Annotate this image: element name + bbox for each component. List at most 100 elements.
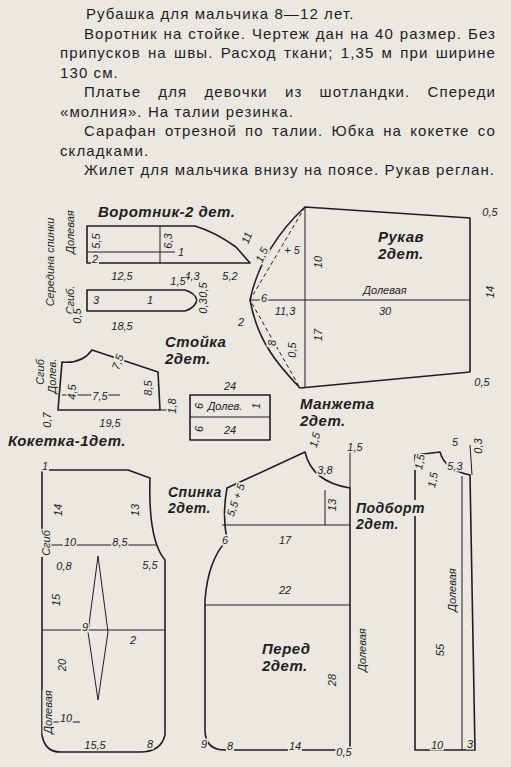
dimension-label: Долевая: [362, 285, 407, 296]
dimension-label: 1,5: [413, 453, 427, 472]
dimension-label: 1,5: [426, 471, 440, 490]
front-piece: [205, 452, 350, 750]
dimension-label: Долев.: [207, 401, 244, 412]
dimension-label: 0,5: [473, 377, 490, 388]
piece-name: Перед 2дет.: [262, 640, 311, 674]
piece-name: Воротник-2 дет.: [98, 203, 235, 220]
dimension-label: 24: [223, 425, 237, 436]
sleeve-piece: [250, 207, 470, 388]
dimension-label: 8,5: [143, 379, 154, 396]
back-line: [42, 545, 165, 722]
pattern-piece: Воротник-2 дет.: [98, 203, 248, 223]
note-paragraph: Жилет для мальчика внизу на поясе. Рукав…: [60, 160, 496, 180]
dimension-label: 11: [240, 230, 255, 246]
piece-name: Кокетка-1дет.: [8, 432, 126, 449]
dimension-label: 6,3: [163, 232, 174, 249]
dimension-label: 2: [129, 635, 137, 646]
dimension-label: 1: [41, 461, 49, 472]
dimension-label: 15: [51, 593, 62, 607]
dimension-label: 3: [92, 295, 100, 306]
dimension-label: 17: [313, 328, 324, 342]
dimension-label: 10: [313, 255, 324, 269]
dimension-label: 10: [430, 740, 444, 751]
front-line: [205, 448, 350, 605]
dimension-label: 0,7: [42, 411, 53, 428]
dimension-label: 28: [327, 673, 338, 687]
dimension-label: 7,5: [110, 352, 126, 372]
dimension-label: 9: [81, 622, 89, 633]
pattern-piece: Рукав 2дет.: [378, 228, 444, 265]
dimension-label: Долевая: [357, 627, 368, 672]
dimension-label: 0,3: [473, 437, 484, 454]
dimension-label: 6: [194, 425, 205, 433]
dimension-label: 1: [177, 247, 185, 258]
dimension-label: 15,5: [83, 740, 106, 751]
dimension-label: Долев.: [47, 358, 58, 395]
dimension-label: 30: [378, 306, 392, 317]
facing-line: [462, 445, 472, 750]
stand-piece: [87, 290, 197, 311]
pattern-piece: Манжета 2дет.: [300, 395, 380, 432]
dimension-label: 0,5: [335, 747, 352, 758]
dimension-label: 5,3: [446, 461, 463, 472]
dimension-label: 1,5: [253, 245, 270, 265]
pattern-piece: Перед 2дет.: [262, 640, 322, 677]
dimension-label: + 5: [283, 245, 301, 256]
dimension-label: 8: [226, 741, 234, 752]
dimension-label: 18,5: [110, 321, 133, 332]
dimension-label: 20: [57, 658, 68, 672]
collar-piece: [87, 226, 250, 263]
dimension-label: 2: [237, 317, 245, 328]
pattern-piece: Спинка 2дет.: [168, 484, 224, 519]
back-piece: [42, 470, 165, 752]
yoke-line: [62, 395, 168, 410]
dimension-label: Долевая: [65, 209, 76, 254]
dimension-label: 12,5: [110, 271, 133, 282]
dimension-label: 22: [278, 585, 292, 596]
dimension-label: 0,8: [55, 561, 72, 572]
sleeve-guide: [250, 207, 305, 388]
dimension-label: 11,3: [274, 306, 297, 317]
dimension-label: 17: [278, 535, 292, 546]
dimension-label: 2: [91, 254, 99, 265]
yoke-piece: [58, 350, 160, 410]
dimension-label: Сгиб: [41, 529, 52, 557]
dimension-label: 19,5: [98, 418, 121, 429]
dimension-label: 14: [53, 503, 64, 517]
piece-name: Стойка 2дет.: [165, 333, 226, 367]
piece-name: Спинка 2дет.: [168, 484, 222, 516]
dimension-label: 8: [146, 739, 154, 750]
header-text: Рубашка для мальчика 8—12 лет.Воротник н…: [60, 4, 496, 180]
title: Рубашка для мальчика 8—12 лет.: [60, 4, 496, 24]
sleeve-line: [250, 207, 470, 388]
dimension-label: 1,8: [167, 397, 178, 414]
dimension-label: 5: [451, 437, 459, 448]
dimension-label: 0,5: [481, 207, 498, 218]
dimension-label: 5,5: [141, 560, 158, 571]
dimension-label: 0,5: [198, 281, 209, 298]
dimension-label: 10: [63, 537, 77, 548]
note-paragraph: Платье для девочки из шотландки. Спереди…: [60, 82, 496, 121]
dimension-label: 14: [288, 741, 302, 752]
dimension-label: 24: [223, 381, 237, 392]
dimension-label: 8,5: [111, 537, 128, 548]
dimension-label: 6: [260, 293, 268, 304]
dimension-label: 3,8: [316, 465, 333, 476]
dimension-label: 8: [267, 339, 278, 347]
dimension-label: Сгиб: [35, 358, 46, 386]
dimension-label: 5,5: [91, 232, 102, 249]
dimension-label: 1: [251, 402, 262, 410]
piece-name: Рукав 2дет.: [378, 228, 424, 262]
dimension-label: 9: [200, 739, 208, 750]
dimension-label: 14: [485, 285, 496, 299]
cuff-line: [190, 417, 270, 418]
dimension-label: 13: [130, 503, 141, 517]
cuff-piece: [190, 395, 270, 440]
dimension-label: 1,5: [307, 430, 322, 450]
dimension-label: 4,5: [67, 383, 78, 400]
dimension-label: 3: [466, 739, 474, 750]
dimension-label: 13: [327, 498, 338, 512]
facing-piece: [415, 452, 475, 750]
dimension-label: Середина спинки: [45, 217, 56, 308]
